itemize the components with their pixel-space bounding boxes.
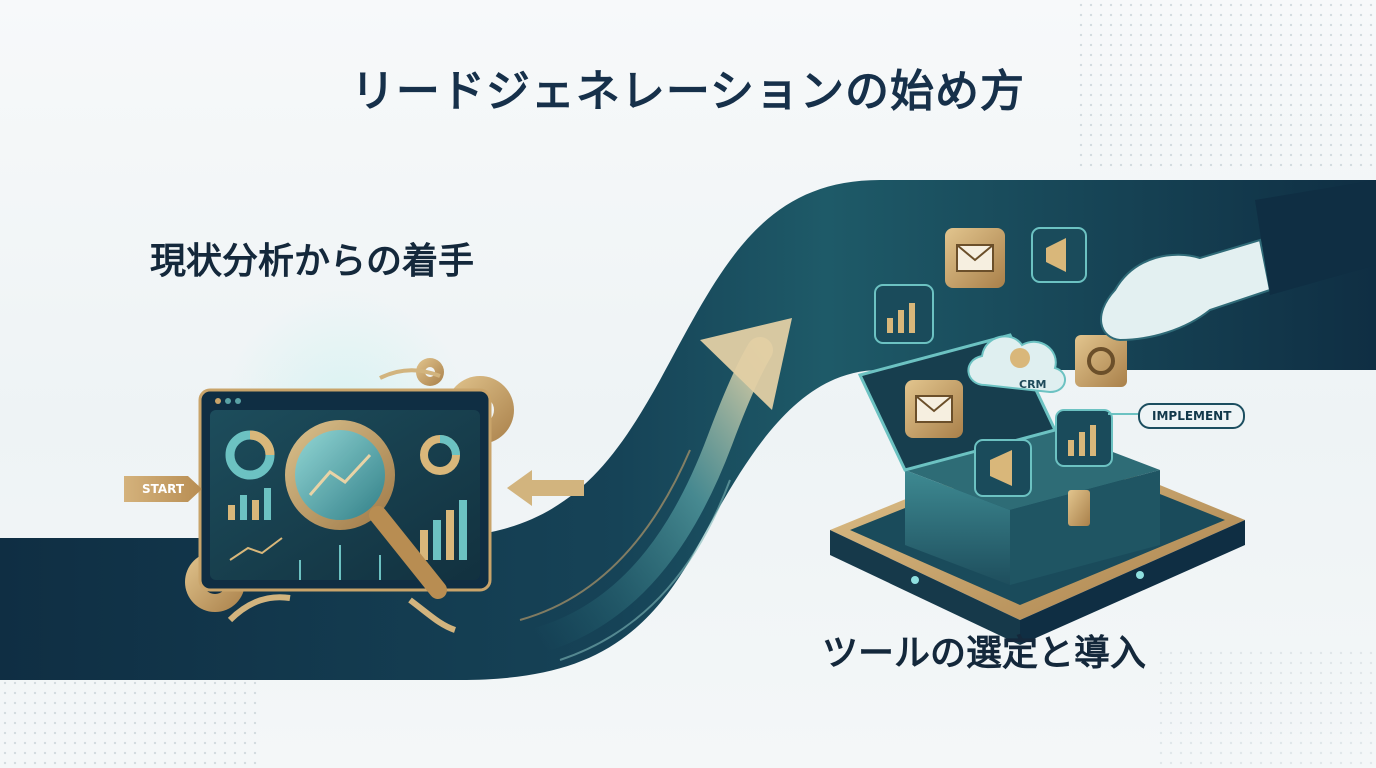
arrow-icon — [227, 594, 291, 623]
arrow-icon — [408, 597, 457, 633]
hand-icon — [1100, 180, 1376, 342]
section-title-tools: ツールの選定と導入 — [822, 633, 1147, 674]
mail-icon — [905, 380, 963, 438]
arrow-icon — [519, 318, 792, 661]
start-tag: START — [124, 476, 202, 502]
cloud-icon — [967, 335, 1066, 394]
megaphone-icon — [974, 439, 1032, 497]
magnifier-icon — [285, 420, 447, 599]
dot-pattern-top-right — [1076, 0, 1376, 170]
bar-chart-icon — [1055, 409, 1113, 467]
gear-icon — [1075, 335, 1127, 387]
implement-tag: IMPLEMENT — [1138, 403, 1246, 429]
arrow-icon — [507, 470, 584, 506]
mail-icon — [945, 228, 1005, 288]
crm-label: CRM — [1019, 378, 1047, 391]
arrow-icon — [379, 368, 441, 380]
section-title-analysis: 現状分析からの着手 — [150, 241, 475, 282]
toolbox-icon — [830, 333, 1245, 645]
bar-chart-icon — [874, 284, 934, 344]
megaphone-icon — [1031, 227, 1087, 283]
dot-pattern-bottom-right — [1156, 648, 1376, 768]
main-title: リードジェネレーションの始め方 — [350, 66, 1026, 117]
